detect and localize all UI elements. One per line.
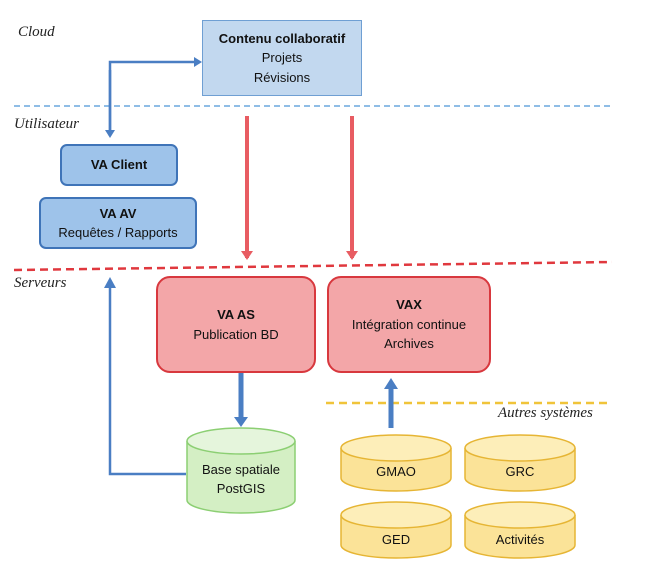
- base-spatiale-line1: Base spatiale: [201, 461, 281, 477]
- systems-to-vax-arrowhead: [384, 378, 398, 389]
- system-cylinder-activites: [464, 501, 576, 559]
- system-label-ged: GED: [381, 532, 411, 548]
- system-label-gmao: GMAO: [376, 464, 416, 480]
- va-av-box: VA AV Requêtes / Rapports: [39, 197, 197, 249]
- base-spatiale-cylinder: [186, 427, 296, 514]
- contenu-collaboratif-box: Contenu collaboratif Projets Révisions: [202, 20, 362, 96]
- server-separator: [13, 260, 613, 272]
- va-av-subtitle: Requêtes / Rapports: [58, 225, 178, 240]
- va-as-box: VA AS Publication BD: [156, 276, 316, 373]
- base-spatiale-line2: PostGIS: [216, 481, 266, 496]
- zone-label-serveurs: Serveurs: [14, 275, 67, 291]
- va-as-subtitle: Publication BD: [193, 326, 279, 342]
- base-to-va-av-arrowhead: [104, 277, 116, 288]
- contenu-collaboratif-revisions: Révisions: [253, 69, 311, 85]
- base-to-va-av-connector: [108, 284, 186, 476]
- vax-title: VAX: [396, 297, 422, 313]
- zone-label-autres-systemes: Autres systèmes: [498, 405, 593, 421]
- system-label-grc: GRC: [505, 464, 535, 480]
- va-av-title: VA AV: [99, 205, 137, 221]
- contenu-collaboratif-title: Contenu collaboratif: [218, 30, 346, 46]
- zone-label-cloud: Cloud: [18, 24, 55, 40]
- contenu-collaboratif-projets: Projets: [261, 50, 303, 66]
- base-spatiale-label: Base spatiale PostGIS: [187, 456, 295, 502]
- va-as-title: VA AS: [217, 307, 255, 322]
- system-cylinder-gmao: [340, 434, 452, 492]
- va-as-to-base-arrowhead: [234, 417, 248, 427]
- va-client-title: VA Client: [90, 157, 148, 173]
- vax-archives: Archives: [384, 336, 434, 352]
- zone-label-utilisateur: Utilisateur: [14, 116, 80, 132]
- system-label-activites: Activités: [495, 532, 545, 548]
- system-cylinder-grc: [464, 434, 576, 492]
- vax-integration: Intégration continue: [351, 316, 467, 332]
- vax-box: VAX Intégration continue Archives: [327, 276, 491, 373]
- system-cylinder-ged: [340, 501, 452, 559]
- client-cloud-connector: [108, 57, 202, 132]
- va-client-box: VA Client: [60, 144, 178, 186]
